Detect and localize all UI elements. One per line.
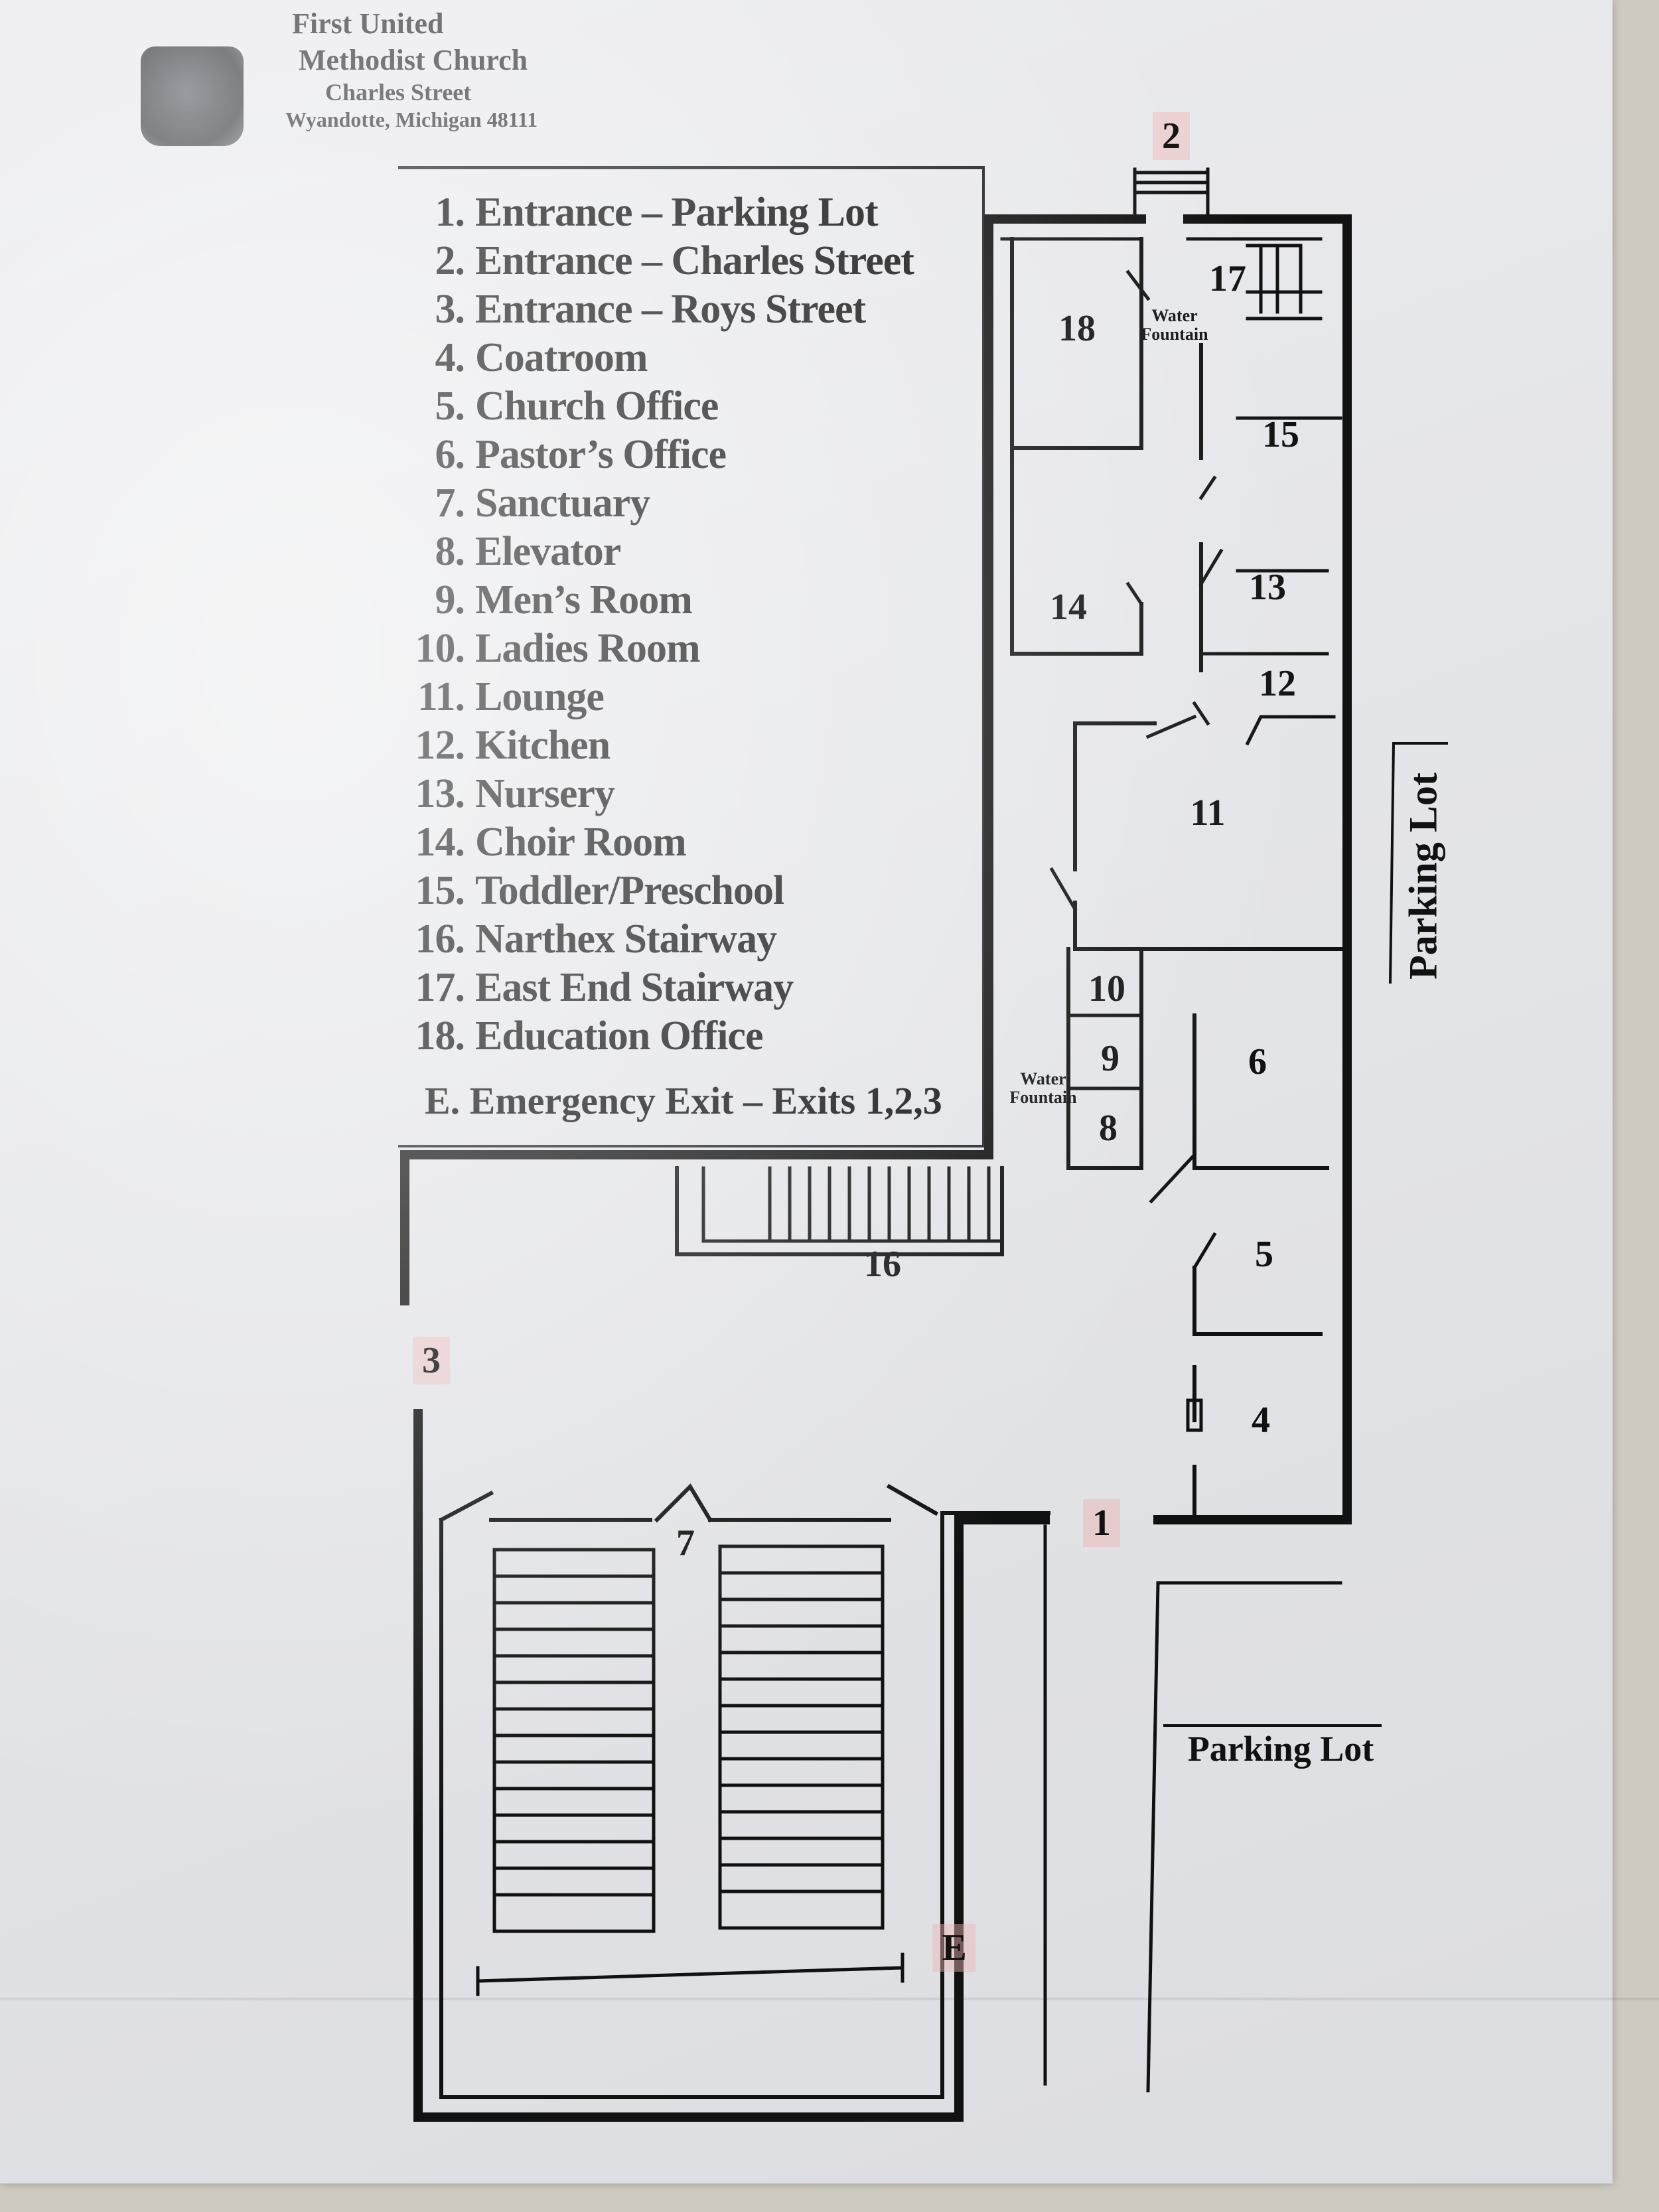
room-label-8: 8 xyxy=(1099,1108,1118,1149)
room-label-10: 10 xyxy=(1088,968,1125,1009)
room-label-7: 7 xyxy=(676,1522,695,1564)
room-label-2: 2 xyxy=(1153,112,1190,160)
parking-lot-label-right: Parking Lot xyxy=(1401,773,1445,980)
room-label-17: 17 xyxy=(1209,258,1246,299)
room-label-3: 3 xyxy=(413,1337,450,1384)
room-label-15: 15 xyxy=(1262,414,1299,455)
emergency-exit-marker: E xyxy=(932,1924,976,1972)
water-fountain-east: Water Fountain xyxy=(1141,306,1208,344)
room-label-4: 4 xyxy=(1252,1400,1270,1441)
room-label-9: 9 xyxy=(1101,1038,1119,1079)
room-label-16: 16 xyxy=(864,1244,901,1285)
room-label-18: 18 xyxy=(1058,308,1096,349)
room-label-1: 1 xyxy=(1083,1499,1120,1547)
room-label-11: 11 xyxy=(1190,792,1226,834)
room-label-6: 6 xyxy=(1248,1041,1267,1082)
room-label-12: 12 xyxy=(1259,663,1296,704)
parking-lot-label-bottom: Parking Lot xyxy=(1187,1729,1374,1769)
room-label-13: 13 xyxy=(1249,567,1286,608)
room-label-14: 14 xyxy=(1050,587,1087,628)
water-fountain-west: Water Fountain xyxy=(1009,1069,1077,1107)
room-label-5: 5 xyxy=(1255,1234,1273,1275)
